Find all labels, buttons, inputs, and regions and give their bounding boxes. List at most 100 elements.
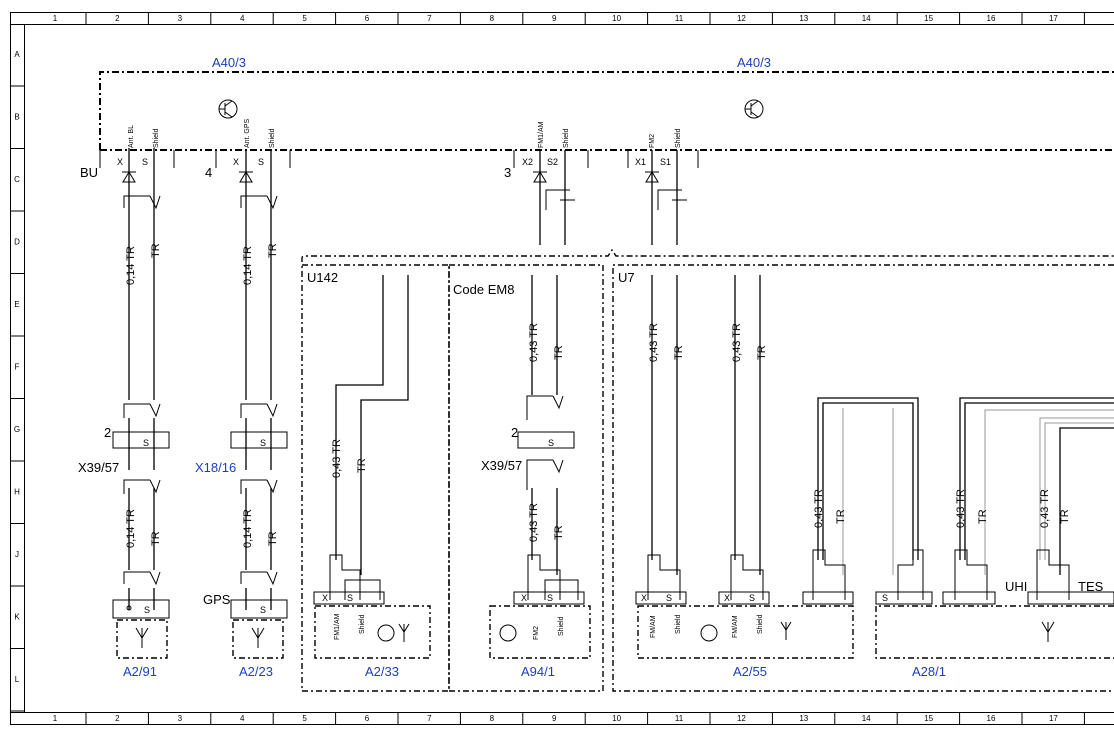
antenna-icon xyxy=(135,627,149,648)
svg-text:Shield: Shield xyxy=(359,614,366,634)
label-3: 3 xyxy=(504,165,511,180)
label-a2-91: A2/91 xyxy=(123,664,157,679)
svg-text:X1: X1 xyxy=(635,157,646,167)
label-a28-1: A28/1 xyxy=(912,664,946,679)
wire-label-8: TR xyxy=(267,531,279,546)
wire-label-12: TR xyxy=(553,345,565,360)
component-a94-1-box xyxy=(489,605,591,659)
column-label: 1 xyxy=(53,714,58,723)
label-uhi: UHI xyxy=(1005,579,1027,594)
column-label: 17 xyxy=(1049,714,1058,723)
component-a2-55-box xyxy=(637,605,854,659)
pin-shield-4: Shield xyxy=(675,128,682,148)
column-label: 14 xyxy=(862,14,871,23)
column-label: 15 xyxy=(924,14,933,23)
svg-text:S: S xyxy=(258,157,264,167)
column-label: 3 xyxy=(178,714,183,723)
transistor-symbol-a2-55 xyxy=(700,624,718,642)
connector-a28-1-3 xyxy=(942,591,996,605)
wire-label-23: 0,43 TR xyxy=(1039,489,1051,528)
wire-label-24: TR xyxy=(1059,509,1071,524)
column-label: 7 xyxy=(427,714,432,723)
svg-text:S: S xyxy=(666,593,672,603)
column-label: 8 xyxy=(490,714,495,723)
connector-plate-3: X2 S2 xyxy=(513,150,589,168)
svg-text:X: X xyxy=(233,157,239,167)
row-label: G xyxy=(14,425,20,434)
row-label: F xyxy=(15,363,20,372)
row-label: H xyxy=(14,488,20,497)
wire-label-19: 0,43 TR xyxy=(813,489,825,528)
column-label: 14 xyxy=(862,714,871,723)
label-tes: TES xyxy=(1078,579,1104,594)
row-label: D xyxy=(14,238,20,247)
antenna-icon xyxy=(780,621,792,640)
column-label: 15 xyxy=(924,714,933,723)
wire-label-3: 0,14 TR xyxy=(125,509,137,548)
connector-x39-57-mid xyxy=(517,431,575,449)
column-label: 13 xyxy=(799,714,808,723)
wire-a28-1-right-1 xyxy=(959,397,1114,560)
ruler-ticks xyxy=(10,12,1085,724)
pin-fm2: FM2 xyxy=(649,134,656,148)
label-x39-57-mid: X39/57 xyxy=(481,458,522,473)
group-code-em8-box xyxy=(448,264,604,692)
column-label: 1 xyxy=(53,14,58,23)
column-label: 16 xyxy=(987,714,996,723)
row-label: C xyxy=(14,175,20,184)
a40-module-boundary xyxy=(99,71,1114,150)
svg-text:S: S xyxy=(143,438,149,448)
wire-label-16: TR xyxy=(673,345,685,360)
wire-label-2: TR xyxy=(150,243,162,258)
coax-a2-91: S S xyxy=(112,148,170,619)
svg-text:S: S xyxy=(749,593,755,603)
wire-u142-b xyxy=(360,275,409,575)
wire-label-14: TR xyxy=(553,525,565,540)
connector-x39-57-mid-top xyxy=(526,395,564,420)
svg-text:FM1/AM: FM1/AM xyxy=(334,613,341,640)
transistor-symbol-a2-33 xyxy=(377,624,395,642)
label-4: 4 xyxy=(205,165,212,180)
svg-text:X: X xyxy=(641,593,647,603)
antenna-icon xyxy=(398,623,410,642)
svg-text:X: X xyxy=(724,593,730,603)
antenna-icon xyxy=(1041,621,1055,642)
coax-a2-23: S S xyxy=(230,150,288,619)
column-label: 8 xyxy=(490,14,495,23)
transistor-symbol-a94-1 xyxy=(499,624,517,642)
group-u7-box xyxy=(612,264,1114,692)
transistor-symbol-right xyxy=(744,99,764,119)
component-a28-1-box xyxy=(875,605,1114,659)
wire-label-4: TR xyxy=(150,531,162,546)
column-label: 10 xyxy=(612,714,621,723)
connector-a94-1 xyxy=(513,591,585,605)
connector-plate-bu: X S xyxy=(99,150,175,168)
svg-text:S: S xyxy=(347,593,353,603)
svg-text:Shield: Shield xyxy=(558,616,565,636)
row-label: B xyxy=(14,113,19,122)
label-a94-1: A94/1 xyxy=(521,664,555,679)
svg-text:FM/AM: FM/AM xyxy=(732,615,739,638)
connector-plate-4: X S xyxy=(215,150,291,168)
connector-a28-1-2 xyxy=(875,591,933,605)
label-2a: 2 xyxy=(104,425,111,440)
connector-a2-55-shield xyxy=(647,554,764,600)
frame-border xyxy=(10,12,1114,725)
connector-plate-x1: X1 S1 xyxy=(627,150,699,168)
column-label: 4 xyxy=(240,14,245,23)
transistor-symbol-left xyxy=(218,99,238,119)
column-label: 9 xyxy=(552,14,557,23)
svg-text:S1: S1 xyxy=(660,157,671,167)
svg-text:Shield: Shield xyxy=(757,614,764,634)
column-label: 3 xyxy=(178,14,183,23)
wire-label-10: TR xyxy=(356,458,368,473)
wire-u7-a2-55 xyxy=(651,275,761,575)
column-label: 4 xyxy=(240,714,245,723)
column-label: 11 xyxy=(675,714,684,723)
column-label: 16 xyxy=(987,14,996,23)
connector-a2-55-2 xyxy=(718,591,770,605)
svg-text:S: S xyxy=(144,605,150,615)
component-a2-33-box xyxy=(314,605,431,659)
